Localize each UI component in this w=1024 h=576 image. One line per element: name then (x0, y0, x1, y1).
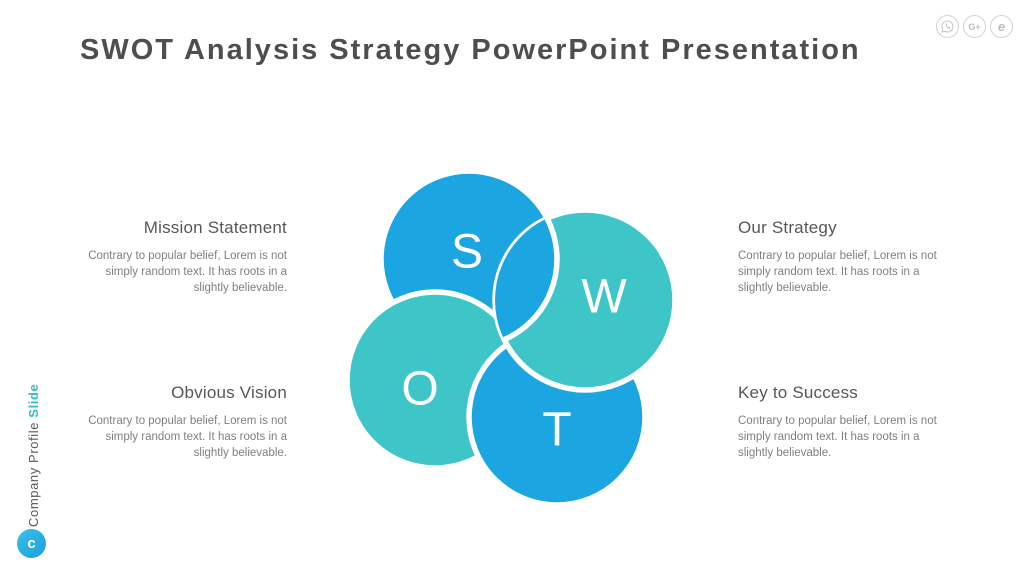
body-line: slightly believable. (193, 282, 287, 294)
whatsapp-glyph (941, 20, 954, 33)
whatsapp-icon[interactable] (936, 15, 959, 38)
letter-o: O (401, 363, 438, 416)
google-plus-label: G+ (968, 21, 981, 32)
body-line: Contrary to popular belief, Lorem is not (88, 415, 287, 427)
company-logo-badge: c (17, 529, 46, 558)
explorer-icon[interactable]: e (990, 15, 1013, 38)
key-to-success-block: Key to Success Contrary to popular belie… (738, 382, 953, 461)
letter-w: W (581, 271, 627, 324)
obvious-vision-block: Obvious Vision Contrary to popular belie… (80, 382, 287, 461)
body-line: simply random text. It has roots in a (738, 266, 920, 278)
mission-statement-heading: Mission Statement (143, 218, 287, 237)
sidebar-slide-label: Company Profile Slide (26, 384, 41, 527)
body-line: simply random text. It has roots in a (105, 431, 287, 443)
key-to-success-heading: Key to Success (738, 383, 858, 402)
swot-diagram: S W O T (344, 168, 678, 508)
body-line: Contrary to popular belief, Lorem is not (88, 250, 287, 262)
explorer-label: e (997, 19, 1006, 34)
body-line: Contrary to popular belief, Lorem is not (738, 415, 937, 427)
badge-letter: c (27, 535, 36, 552)
body-line: simply random text. It has roots in a (105, 266, 287, 278)
letter-s: S (451, 226, 483, 279)
social-icons: G+ e (936, 15, 1013, 38)
our-strategy-heading: Our Strategy (738, 218, 837, 237)
letter-t: T (542, 404, 571, 457)
body-line: slightly believable. (738, 282, 832, 294)
our-strategy-block: Our Strategy Contrary to popular belief,… (738, 217, 953, 296)
sidebar-label-primary: Company Profile (26, 417, 41, 527)
sidebar-label-accent: Slide (26, 383, 41, 418)
google-plus-icon[interactable]: G+ (963, 15, 986, 38)
body-line: slightly believable. (193, 447, 287, 459)
body-line: simply random text. It has roots in a (738, 431, 920, 443)
body-line: Contrary to popular belief, Lorem is not (738, 250, 937, 262)
mission-statement-block: Mission Statement Contrary to popular be… (80, 217, 287, 296)
body-line: slightly believable. (738, 447, 832, 459)
slide-title: SWOT Analysis Strategy PowerPoint Presen… (80, 34, 861, 66)
obvious-vision-heading: Obvious Vision (171, 383, 287, 402)
